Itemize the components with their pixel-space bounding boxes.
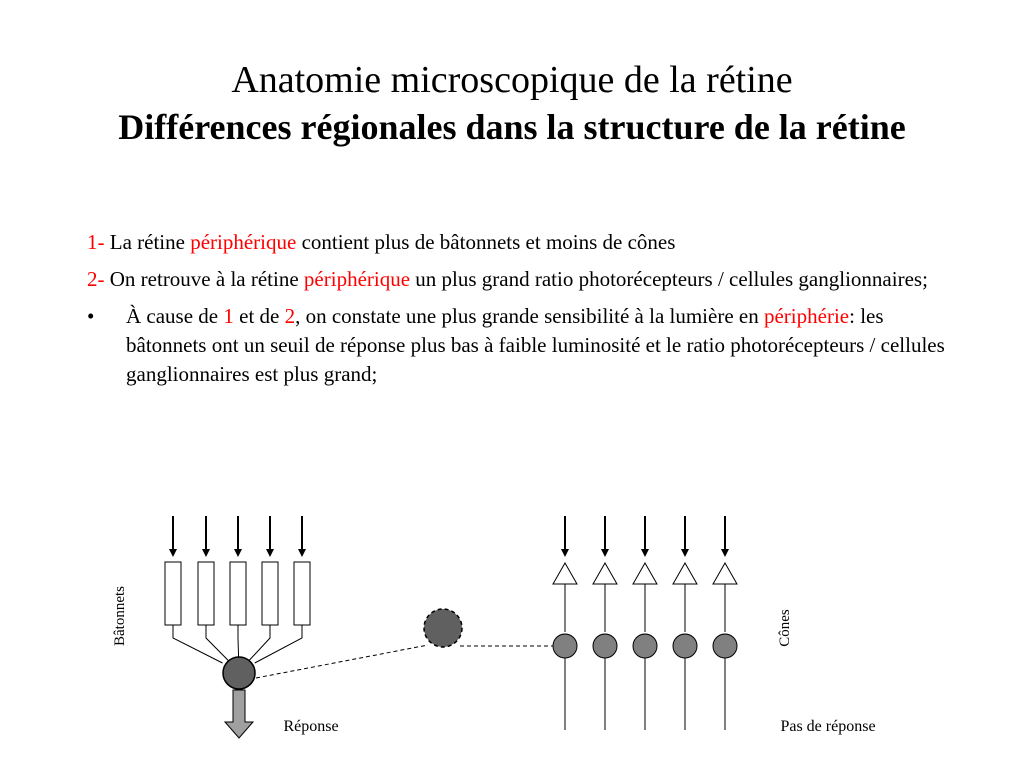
cone-ganglion-cell — [592, 633, 618, 659]
bullet-part-3: , on constate une plus grande sensibilit… — [295, 304, 764, 328]
point-1-text-after: contient plus de bâtonnets et moins de c… — [296, 230, 676, 254]
bullet-ref-2: 2 — [284, 304, 296, 328]
rod-cell — [293, 561, 311, 626]
rods-group — [164, 516, 311, 664]
response-label: Réponse — [283, 718, 338, 735]
content-list: 1- La rétine périphérique contient plus … — [87, 228, 947, 397]
rod-connection — [246, 625, 271, 664]
bullet-mark: • — [87, 304, 95, 328]
point-2-number: 2- — [87, 267, 105, 291]
cone-ganglion-cell — [712, 633, 738, 659]
cone-ganglion-cell — [672, 633, 698, 659]
point-1-text-before: La rétine — [104, 230, 191, 254]
point-2: 2- On retrouve à la rétine périphérique … — [87, 265, 947, 294]
bullet-highlight: périphérie — [763, 304, 850, 328]
point-2-text-after: un plus grand ratio photorécepteurs / ce… — [410, 267, 928, 291]
slide-title: Anatomie microscopique de la rétine — [231, 59, 793, 101]
cone-ganglion-cell — [552, 633, 578, 659]
rod-cell — [261, 561, 279, 626]
bullet-part-2: et de — [233, 304, 285, 328]
rod-cell — [197, 561, 215, 626]
rod-connection — [254, 625, 303, 664]
cones-group — [552, 516, 738, 730]
response-arrow — [223, 689, 255, 739]
point-2-text-before: On retrouve à la rétine — [104, 267, 304, 291]
point-1-highlight: périphérique — [190, 230, 297, 254]
cone-cell — [672, 561, 698, 585]
cones-label: Cônes — [777, 609, 793, 647]
bullet-part-4: : les bâtonnets ont un seuil de réponse … — [126, 304, 945, 386]
bullet-ref-1: 1 — [223, 304, 234, 328]
dashed-link-left — [255, 644, 429, 679]
point-1-number: 1- — [87, 230, 105, 254]
title-block: Anatomie microscopique de la rétine Diff… — [0, 56, 1024, 150]
slide-subtitle: Différences régionales dans la structure… — [118, 107, 906, 147]
bullet-part-1: À cause de — [126, 304, 224, 328]
bullet-point: • À cause de 1 et de 2, on constate une … — [87, 302, 947, 389]
cone-cell — [552, 561, 578, 585]
rod-cell — [164, 561, 182, 626]
point-1: 1- La rétine périphérique contient plus … — [87, 228, 947, 257]
rod-connection — [205, 625, 232, 664]
isolated-cell — [423, 608, 463, 648]
cone-ganglion-cell — [632, 633, 658, 659]
rods-label: Bâtonnets — [112, 586, 128, 646]
no-response-label: Pas de réponse — [780, 718, 875, 735]
cone-cell — [632, 561, 658, 585]
rod-connection — [237, 625, 240, 664]
rod-ganglion-cell — [222, 656, 256, 690]
point-2-highlight: périphérique — [303, 267, 411, 291]
rod-cell — [229, 561, 247, 626]
cone-cell — [592, 561, 618, 585]
rod-connection — [172, 625, 223, 664]
cone-cell — [712, 561, 738, 585]
